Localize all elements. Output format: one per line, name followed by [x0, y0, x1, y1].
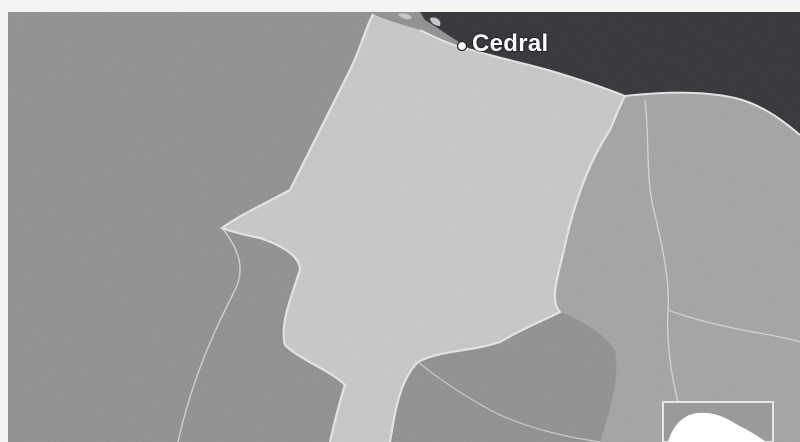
- place-label: Cedral: [472, 30, 549, 57]
- grain-overlay: [8, 12, 800, 442]
- inset-landmass: [668, 412, 766, 442]
- inset-map: [662, 401, 774, 442]
- location-dot-icon: [456, 40, 468, 52]
